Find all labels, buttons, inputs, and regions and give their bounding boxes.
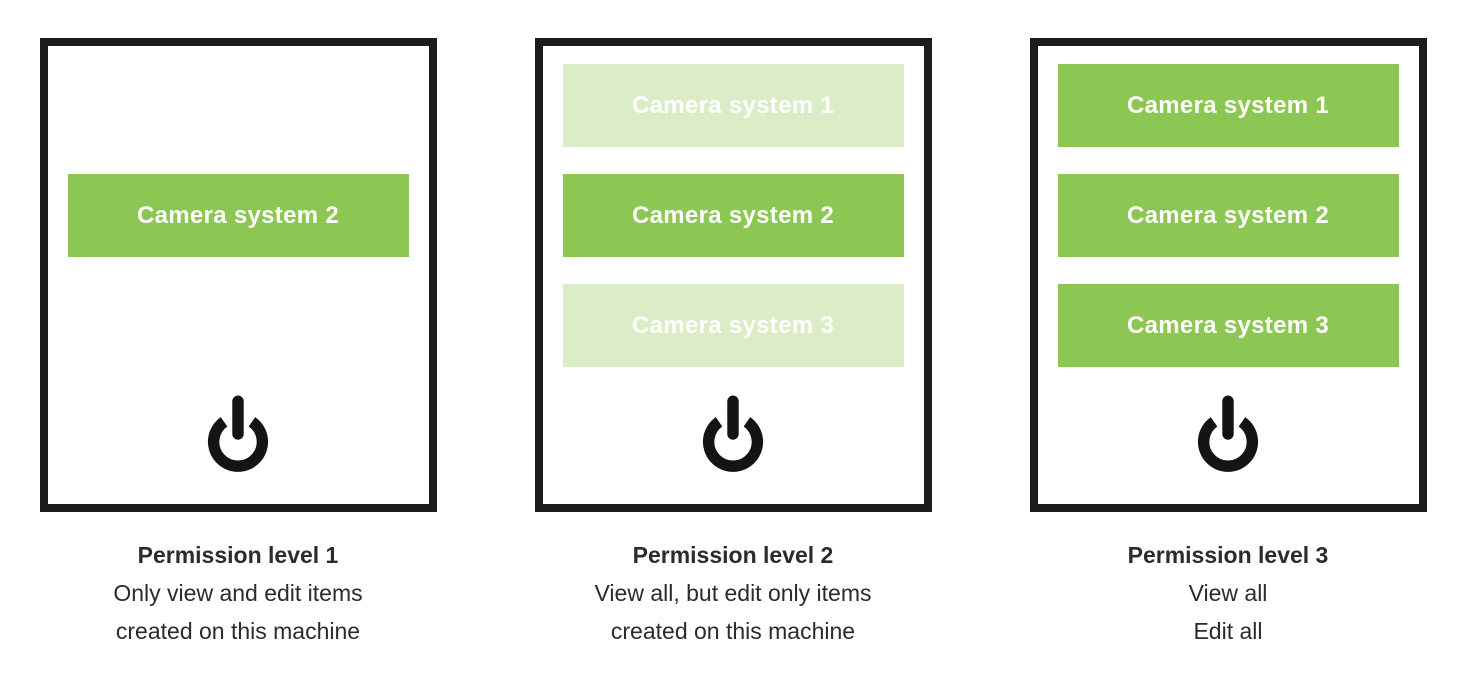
permission-panel-2: Camera system 1 Camera system 2 Camera s… <box>534 38 932 650</box>
permission-panel-1: Camera system 2 Permission level 1 Only … <box>39 38 437 650</box>
panel-caption: Permission level 1 Only view and edit it… <box>40 536 437 650</box>
caption-line: View all <box>1188 580 1268 606</box>
power-icon[interactable] <box>701 394 765 474</box>
camera-system-button[interactable]: Camera system 2 <box>1057 174 1399 257</box>
camera-system-list: Camera system 1 Camera system 2 Camera s… <box>1057 64 1399 367</box>
camera-system-button[interactable]: Camera system 2 <box>562 174 904 257</box>
power-icon[interactable] <box>1196 394 1260 474</box>
power-icon-glyph <box>207 395 269 472</box>
caption-title: Permission level 3 <box>1127 542 1329 568</box>
camera-system-button[interactable]: Camera system 3 <box>1057 284 1399 367</box>
camera-system-list: Camera system 2 <box>67 64 409 367</box>
camera-system-button[interactable]: Camera system 3 <box>562 284 904 367</box>
caption-line: Edit all <box>1193 618 1263 644</box>
caption-line: created on this machine <box>115 618 361 644</box>
camera-system-button[interactable]: Camera system 1 <box>1057 64 1399 147</box>
caption-line: View all, but edit only items <box>594 580 872 606</box>
permission-panel-3: Camera system 1 Camera system 2 Camera s… <box>1029 38 1427 650</box>
power-icon[interactable] <box>206 394 270 474</box>
device-frame: Camera system 1 Camera system 2 Camera s… <box>534 38 932 512</box>
camera-system-button[interactable]: Camera system 1 <box>562 64 904 147</box>
caption-line: created on this machine <box>610 618 856 644</box>
panels-row: Camera system 2 Permission level 1 Only … <box>39 38 1427 650</box>
empty-slot <box>68 64 409 147</box>
caption-title: Permission level 1 <box>137 542 339 568</box>
camera-system-list: Camera system 1 Camera system 2 Camera s… <box>562 64 904 367</box>
empty-slot <box>68 284 409 367</box>
power-icon-glyph <box>1197 395 1259 472</box>
camera-system-button[interactable]: Camera system 2 <box>67 174 409 257</box>
device-frame: Camera system 2 <box>39 38 437 512</box>
panel-caption: Permission level 2 View all, but edit on… <box>535 536 932 650</box>
caption-title: Permission level 2 <box>632 542 834 568</box>
device-frame: Camera system 1 Camera system 2 Camera s… <box>1029 38 1427 512</box>
caption-line: Only view and edit items <box>113 580 363 606</box>
panel-caption: Permission level 3 View all Edit all <box>1030 536 1427 650</box>
power-icon-glyph <box>702 395 764 472</box>
